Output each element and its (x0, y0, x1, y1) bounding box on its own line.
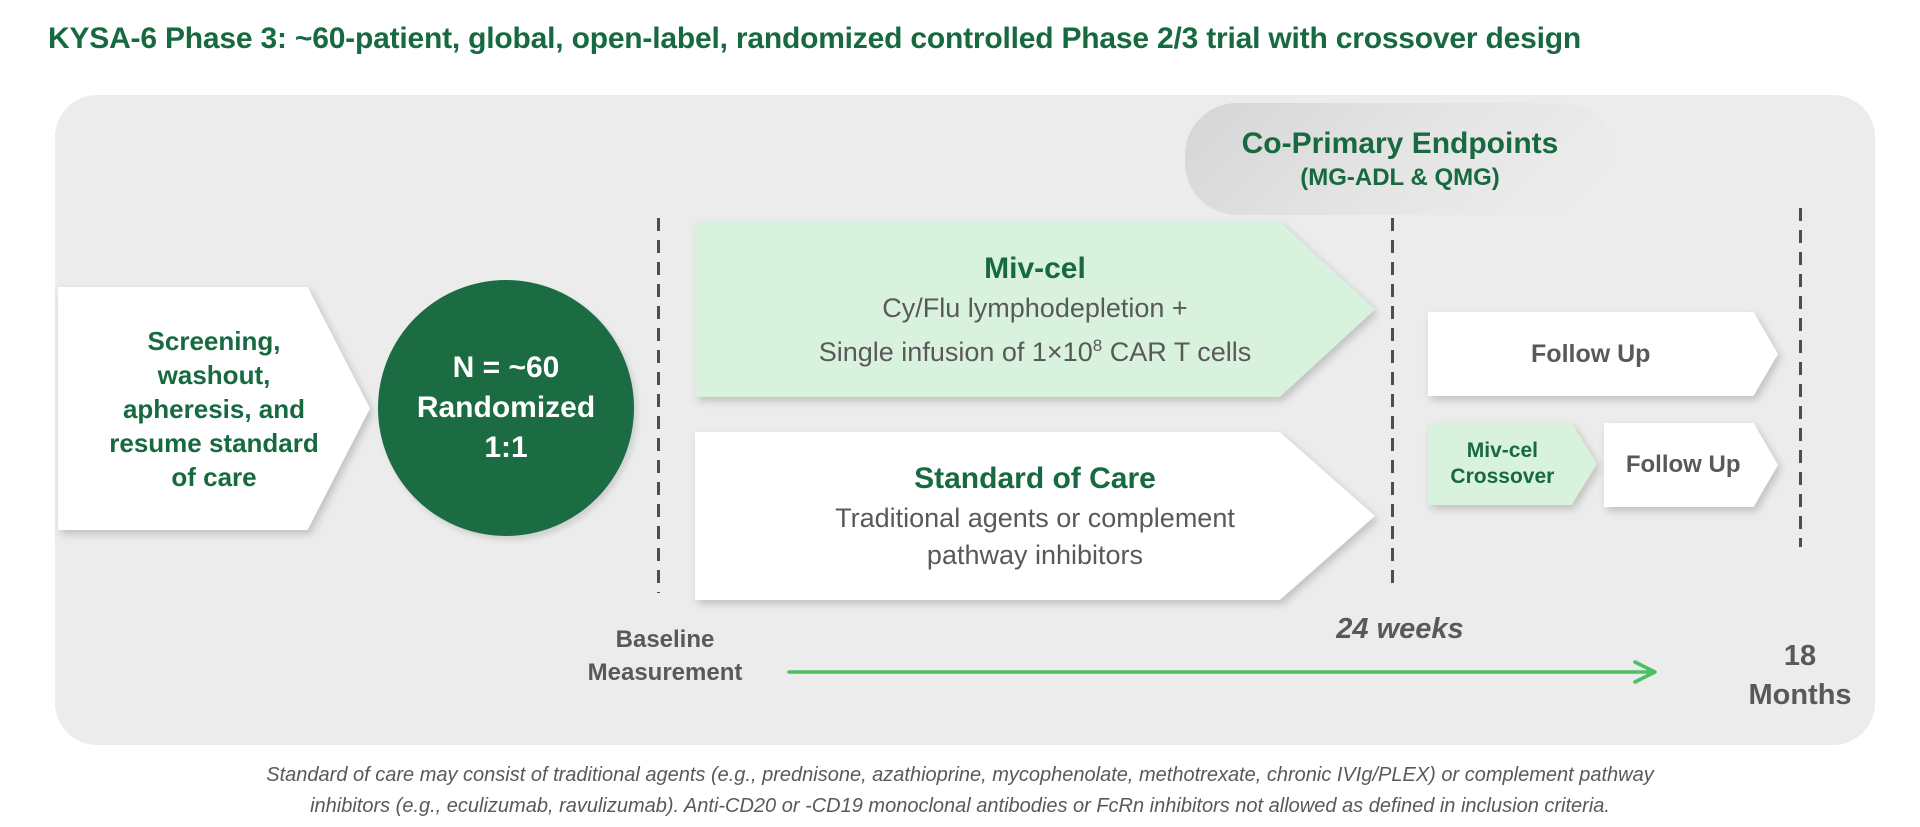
endpoints-subtitle: (MG-ADL & QMG) (1300, 163, 1500, 191)
soc-arm-desc-line2: pathway inhibitors (926, 540, 1144, 570)
trial-diagram-panel: Co-Primary Endpoints (MG-ADL & QMG) Scre… (55, 95, 1875, 745)
baseline-measurement-label: Baseline Measurement (587, 626, 743, 686)
co-primary-endpoints-badge: Co-Primary Endpoints (MG-ADL & QMG) (1185, 103, 1615, 215)
screening-label: Screening, washout, apheresis, and resum… (109, 325, 319, 492)
mivcel-arm-title: Miv-cel (984, 252, 1086, 285)
baseline-dashed-line (657, 218, 660, 593)
randomization-ratio: 1:1 (484, 431, 528, 464)
randomization-label: Randomized (416, 391, 596, 424)
month18-dashed-line (1799, 208, 1802, 547)
slide-title: KYSA-6 Phase 3: ~60-patient, global, ope… (48, 22, 1581, 55)
week24-label: 24 weeks (1336, 613, 1464, 645)
mivcel-arm-desc-line1: Cy/Flu lymphodepletion + (882, 293, 1188, 323)
mivcel-crossover-label: Miv-cel Crossover (1450, 439, 1555, 488)
followup-bottom-label: Follow Up (1625, 451, 1741, 478)
mivcel-arm-desc-line2: Single infusion of 1×108 CAR T cells (818, 336, 1252, 367)
footnote-line1: Standard of care may consist of traditio… (266, 764, 1654, 786)
timeline-arrow (787, 660, 1657, 684)
footnote-line2: inhibitors (e.g., eculizumab, ravulizuma… (310, 795, 1610, 817)
car-t-dose-exponent: 8 (1092, 336, 1103, 355)
mivcel-crossover-chevron: Miv-cel Crossover (1428, 423, 1597, 505)
mivcel-arm-arrow: Miv-cel Cy/Flu lymphodepletion + Single … (695, 222, 1375, 397)
followup-top-arrow: Follow Up (1428, 312, 1778, 396)
soc-arm-desc-line1: Traditional agents or complement (835, 503, 1235, 533)
screening-chevron: Screening, washout, apheresis, and resum… (58, 287, 370, 530)
randomization-circle: N = ~60 Randomized 1:1 (378, 280, 634, 536)
followup-top-label: Follow Up (1531, 339, 1651, 368)
soc-arm-title: Standard of Care (914, 462, 1156, 495)
randomization-n: N = ~60 (452, 351, 560, 384)
followup-bottom-arrow: Follow Up (1604, 423, 1778, 507)
week24-dashed-line (1391, 218, 1394, 587)
month18-label: 18 Months (1748, 640, 1852, 711)
footnote: Standard of care may consist of traditio… (0, 760, 1920, 822)
endpoints-title: Co-Primary Endpoints (1241, 126, 1559, 160)
soc-arm-arrow: Standard of Care Traditional agents or c… (695, 432, 1375, 600)
